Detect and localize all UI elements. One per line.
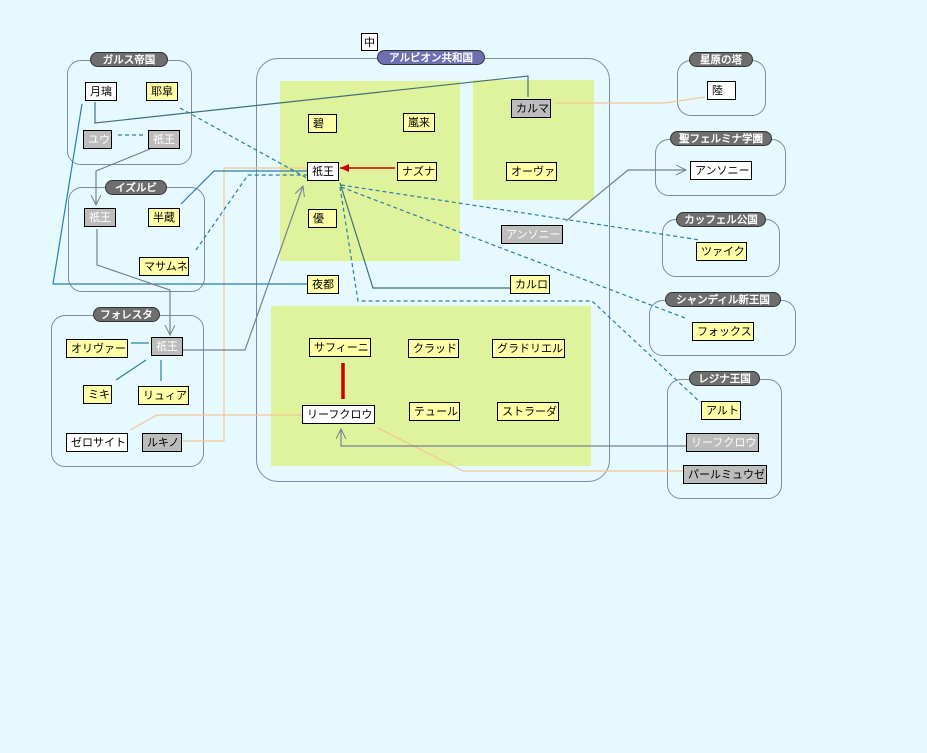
node-kafferu-tsaiku[interactable]: ツァイク — [696, 242, 747, 261]
line-zerosite-leafcrow — [129, 414, 303, 431]
line-anthony-felanthony — [565, 170, 686, 222]
node-regina-leafcrow[interactable]: リーフクロウ — [686, 433, 759, 452]
node-foresta-ryuia[interactable]: リュィア — [138, 386, 189, 405]
node-albion-strada[interactable]: ストラーダ — [497, 402, 559, 421]
line-gion-miki — [115, 359, 147, 381]
group-title-izurubi: イズルビ — [105, 180, 167, 195]
line-leafcrow-pearl — [377, 427, 685, 472]
line-galusgion-izugion — [96, 148, 151, 205]
node-shandiru-fox[interactable]: フォックス — [692, 322, 754, 341]
group-title-regina: レジナ王国 — [689, 371, 760, 386]
line-gion-tsaiku — [340, 184, 701, 241]
node-foresta-rukino[interactable]: ルキノ — [142, 433, 182, 452]
node-galus-yuu[interactable]: ユウ — [83, 130, 112, 149]
node-albion-gradriel[interactable]: グラドリエル — [492, 339, 565, 358]
node-albion-anthony[interactable]: アンソニー — [501, 225, 563, 244]
line-masamune-gion — [195, 174, 307, 251]
line-izugion-forgion — [96, 229, 170, 335]
node-izurubi-hanzou[interactable]: 半蔵 — [148, 208, 180, 227]
node-foresta-gion[interactable]: 祇王 — [151, 337, 183, 356]
node-albion-karuma[interactable]: カルマ — [511, 99, 551, 118]
node-seigen-riku[interactable]: 陸 — [707, 81, 736, 100]
node-galus-gion[interactable]: 祇王 — [148, 130, 180, 149]
line-gion-aruto — [339, 186, 701, 403]
node-regina-aruto[interactable]: アルト — [701, 401, 741, 420]
albion-zone-bottom — [271, 306, 591, 466]
node-foresta-zerosite[interactable]: ゼロサイト — [66, 433, 128, 452]
node-izurubi-gion[interactable]: 祇王 — [84, 208, 116, 227]
node-albion-yato[interactable]: 夜都 — [307, 275, 339, 294]
line-regleafcrow-leafcrow — [341, 429, 686, 447]
group-title-kafferu: カッフェル公国 — [676, 212, 766, 227]
line-gion-karuro — [339, 182, 510, 289]
node-albion-kurad[interactable]: クラッド — [408, 339, 459, 358]
line-karuma-riku — [555, 96, 706, 104]
node-foresta-miki[interactable]: ミキ — [83, 385, 112, 404]
line-yato-galus — [52, 103, 307, 285]
line-gekkou-karuma — [94, 75, 529, 124]
node-albion-karuro[interactable]: カルロ — [510, 275, 550, 294]
node-albion-safini[interactable]: サフィーニ — [309, 338, 371, 357]
center-label: 中 — [361, 33, 378, 51]
node-izurubi-masamune[interactable]: マサムネ — [139, 257, 189, 276]
node-albion-yuu[interactable]: 優 — [308, 209, 337, 228]
node-albion-heki[interactable]: 碧 — [308, 114, 337, 133]
group-title-galus: ガルス帝国 — [90, 52, 168, 67]
line-gion-fox — [340, 186, 686, 319]
line-forgion-gion — [183, 186, 303, 351]
line-yako-gion — [179, 107, 308, 179]
node-regina-pearl[interactable]: パールミュウゼ — [683, 465, 767, 484]
group-title-seifelmina: 聖フェルミナ学園 — [670, 131, 772, 146]
group-title-albion: アルビオン共和国 — [377, 50, 485, 65]
node-albion-ova[interactable]: オーヴァ — [506, 162, 557, 181]
group-title-seigen: 星原の塔 — [689, 52, 753, 67]
line-hanzou-gion — [180, 170, 307, 205]
node-albion-ranrai[interactable]: 嵐来 — [403, 113, 435, 132]
node-albion-gion[interactable]: 祇王 — [307, 162, 339, 181]
line-rukino-gion — [183, 167, 307, 442]
node-albion-teuru[interactable]: テュール — [409, 402, 460, 421]
node-albion-leafcrow[interactable]: リーフクロウ — [302, 405, 375, 424]
node-albion-nazuna[interactable]: ナズナ — [397, 162, 437, 181]
node-galus-yako[interactable]: 耶皐 — [146, 82, 178, 101]
group-title-foresta: フォレスタ — [93, 307, 160, 322]
node-seifelmina-anthony[interactable]: アンソニー — [690, 161, 752, 180]
node-foresta-oliver[interactable]: オリヴァー — [66, 339, 128, 358]
node-galus-gekkou[interactable]: 月璃 — [85, 82, 117, 101]
group-title-shandiru: シャンディル新王国 — [665, 292, 781, 307]
